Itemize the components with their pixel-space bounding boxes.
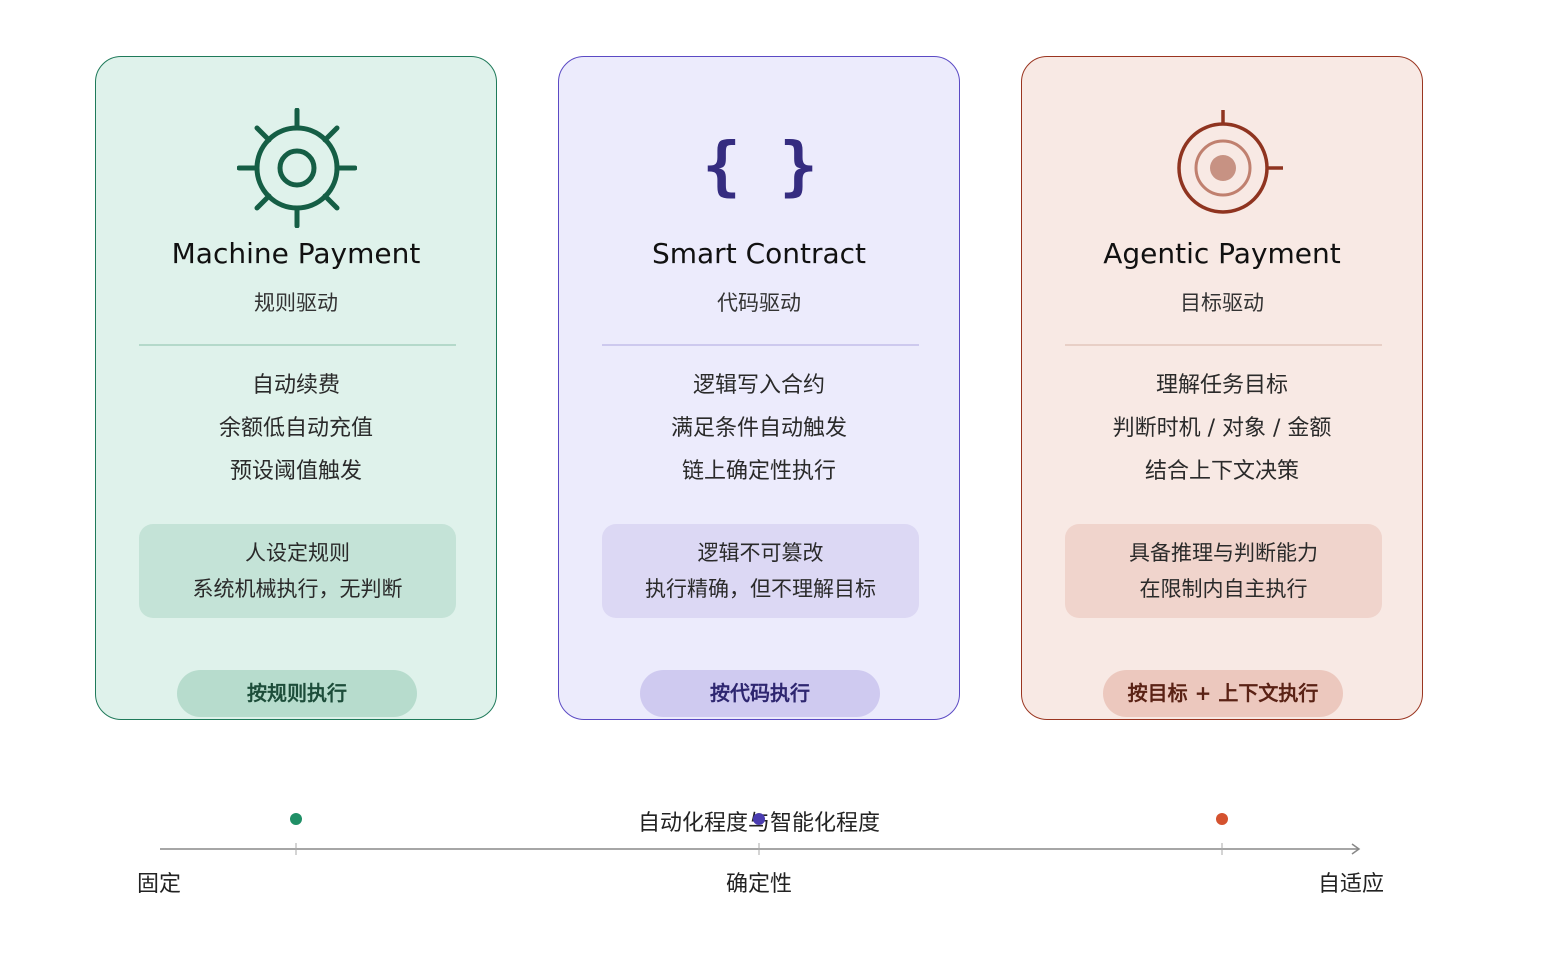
code-braces-icon: { } (702, 130, 818, 204)
divider (1065, 344, 1382, 346)
machine-payment-dot (290, 813, 302, 825)
divider (602, 344, 919, 346)
note-line: 执行精确，但不理解目标 (645, 577, 876, 601)
card-title: Smart Contract (651, 237, 867, 270)
card-title: Agentic Payment (1103, 237, 1341, 270)
list-item: 自动续费 (251, 373, 340, 398)
note-line: 逻辑不可篡改 (697, 541, 824, 565)
list-item: 预设阈值触发 (229, 459, 362, 484)
note-box: 人设定规则系统机械执行，无判断 (139, 524, 456, 618)
note-box: 具备推理与判断能力在限制内自主执行 (1065, 524, 1382, 618)
card-subtitle: 目标驱动 (1180, 291, 1264, 315)
agentic-payment-dot (1216, 813, 1228, 825)
list-item: 理解任务目标 (1155, 373, 1288, 398)
card-title: Machine Payment (171, 237, 421, 270)
agentic-payment-card: Agentic Payment 目标驱动 理解任务目标判断时机 / 对象 / 金… (1021, 56, 1423, 720)
list-item: 判断时机 / 对象 / 金额 (1112, 416, 1332, 441)
note-line: 系统机械执行，无判断 (192, 577, 403, 601)
smart-contract-dot (753, 813, 765, 825)
note-line: 具备推理与判断能力 (1129, 541, 1318, 565)
list-item: 链上确定性执行 (681, 459, 836, 484)
list-item: 满足条件自动触发 (670, 416, 847, 441)
svg-text:{ }: { } (702, 130, 818, 204)
target-icon (1177, 110, 1283, 214)
card-subtitle: 代码驱动 (717, 291, 801, 315)
divider (139, 344, 456, 346)
smart-contract-card: { } Smart Contract 代码驱动 逻辑写入合约满足条件自动触发链上… (558, 56, 960, 720)
axis-mid-label: 确定性 (725, 872, 793, 897)
note-line: 人设定规则 (245, 541, 350, 565)
mode-pill: 按代码执行 (640, 670, 880, 717)
mode-pill: 按目标 + 上下文执行 (1103, 670, 1343, 717)
gear-icon (237, 108, 357, 228)
list-item: 结合上下文决策 (1144, 459, 1299, 484)
note-box: 逻辑不可篡改执行精确，但不理解目标 (602, 524, 919, 618)
axis-left-label: 固定 (136, 872, 182, 897)
list-item: 逻辑写入合约 (692, 373, 825, 398)
axis-right-label: 自适应 (1317, 872, 1385, 897)
axis-arrow (1351, 843, 1361, 855)
list-item: 余额低自动充值 (218, 416, 373, 441)
card-subtitle: 规则驱动 (254, 291, 338, 315)
machine-payment-card: Machine Payment 规则驱动 自动续费余额低自动充值预设阈值触发 人… (95, 56, 497, 720)
note-line: 在限制内自主执行 (1139, 577, 1308, 601)
mode-pill: 按规则执行 (177, 670, 417, 717)
